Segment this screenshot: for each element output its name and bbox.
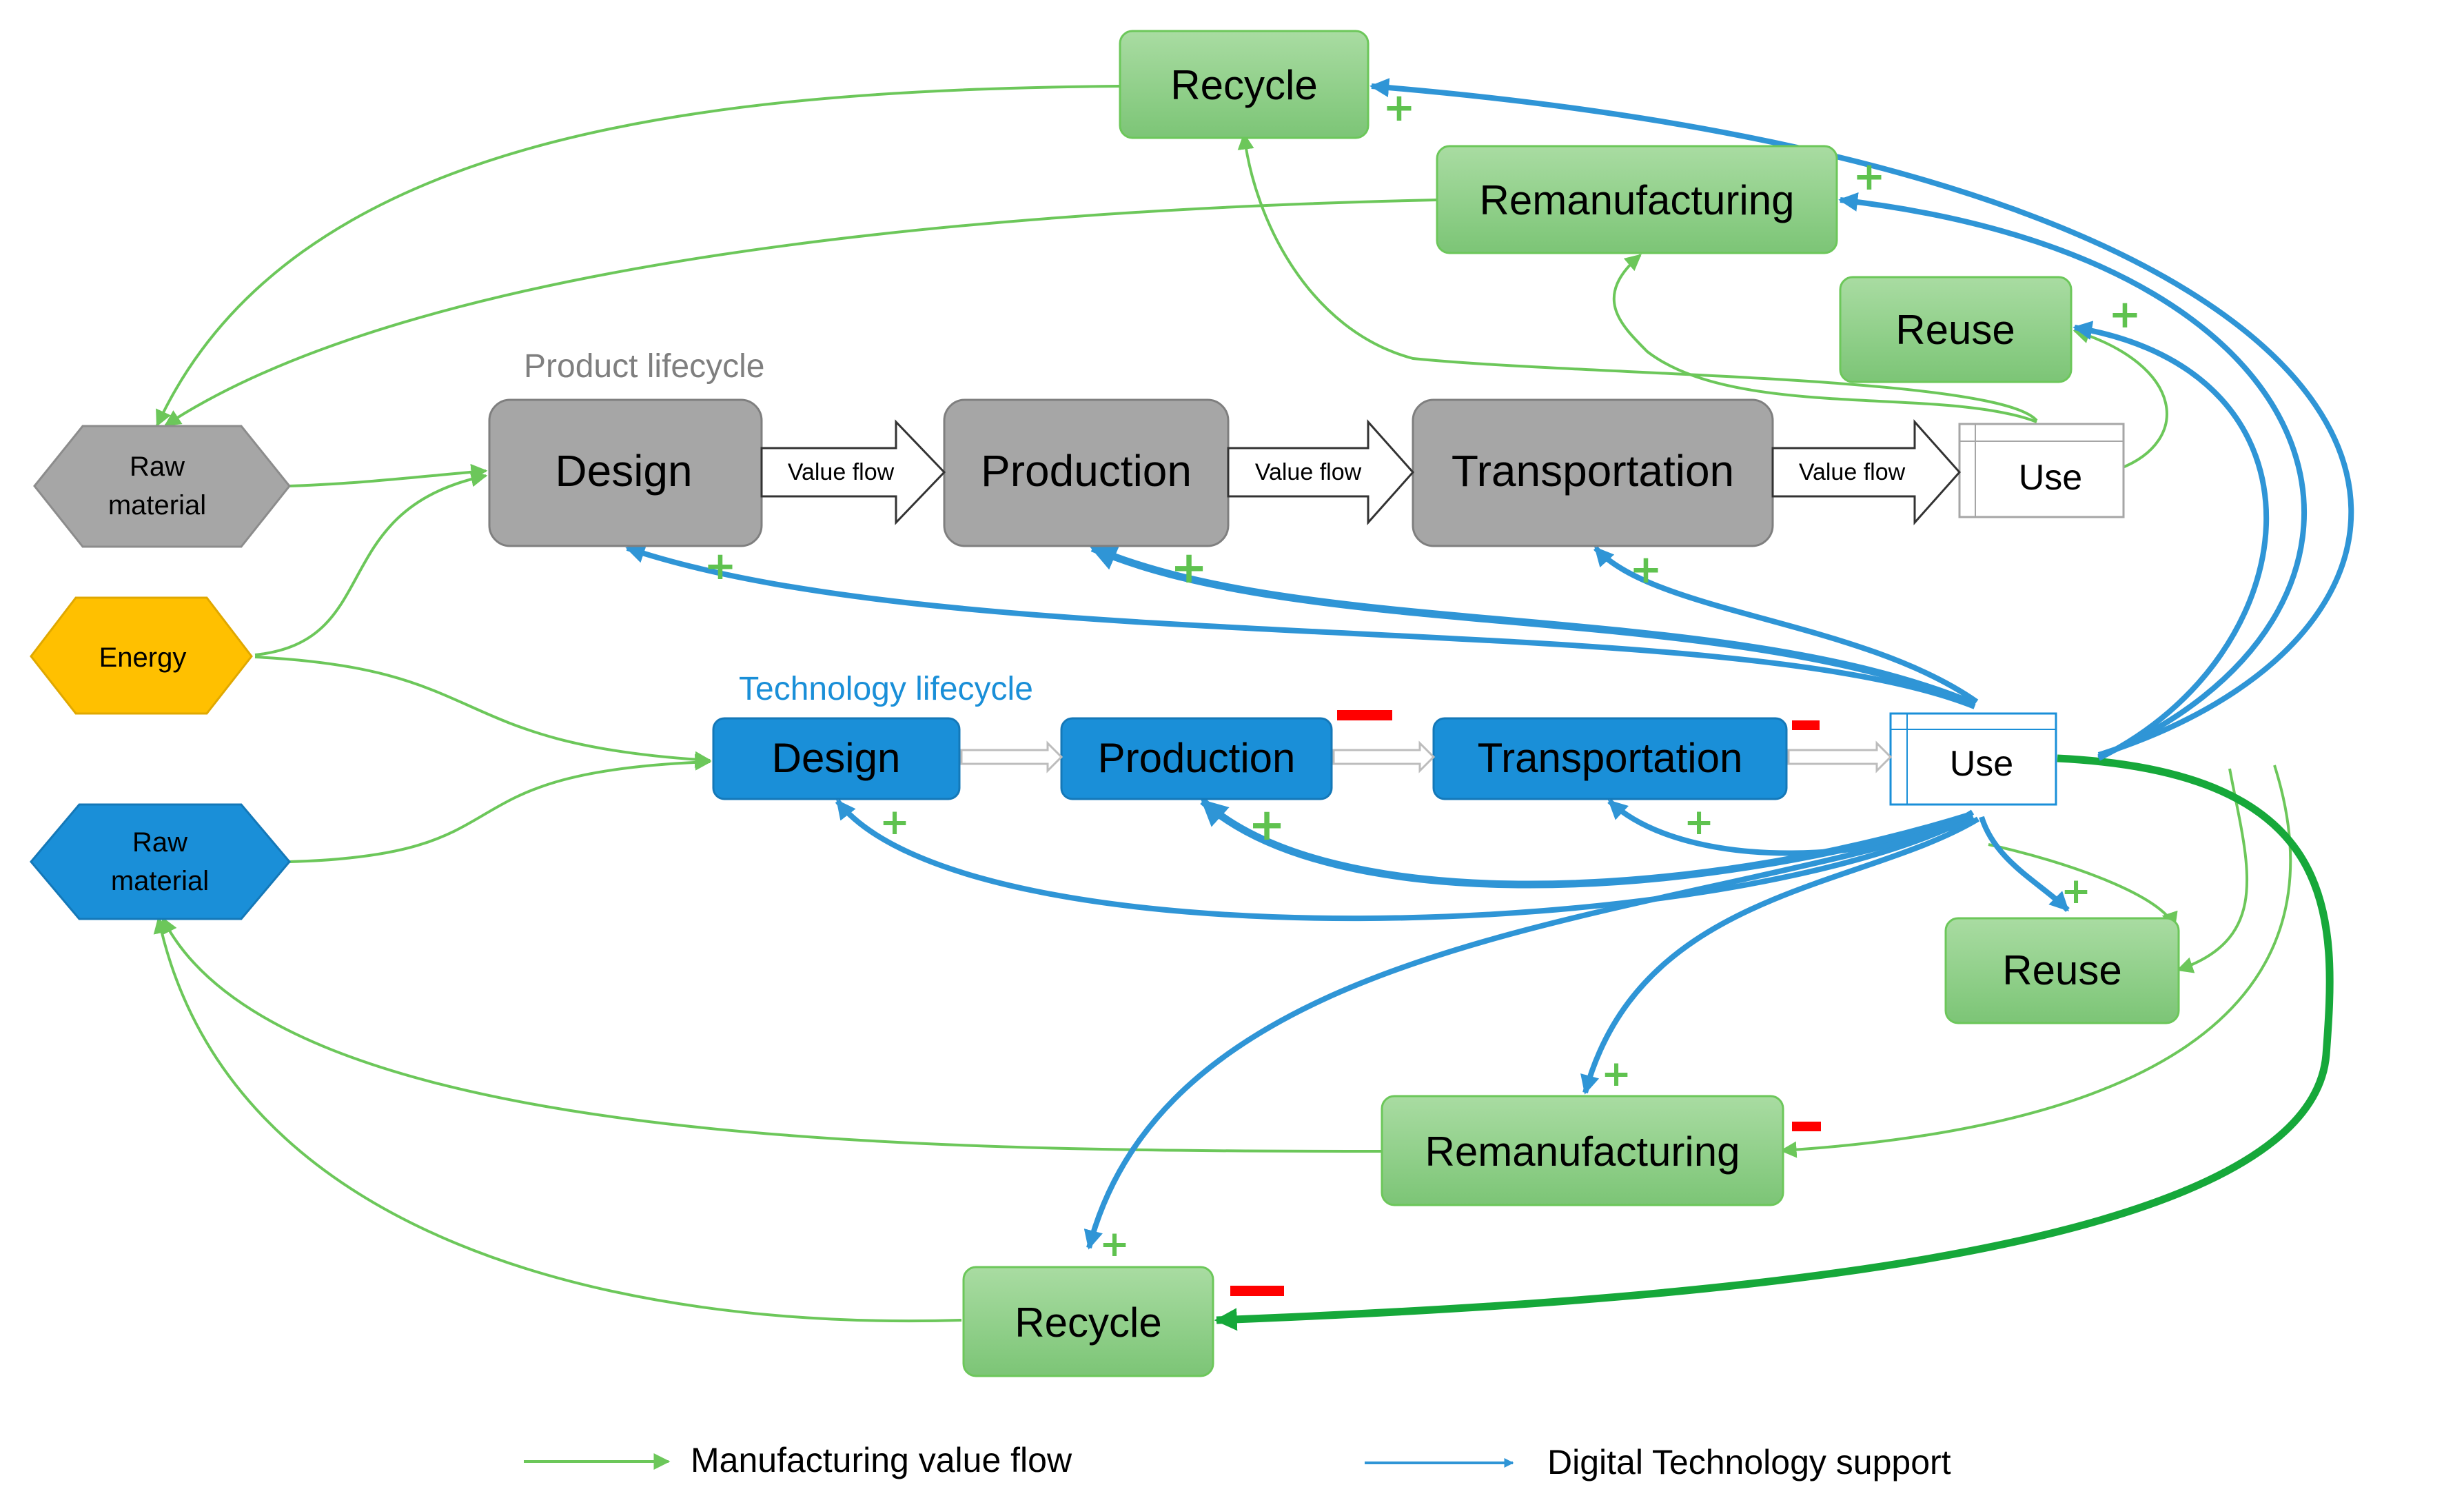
raw-material-bottom-node: Raw material	[30, 803, 291, 920]
tech-use-node: Use	[1889, 712, 2057, 806]
tech-production-label: Production	[1098, 735, 1296, 781]
support-use-to-tech-design	[835, 799, 1974, 922]
flow-tech-use-to-remanufacturing	[1780, 765, 2292, 1158]
tech-reuse-label: Reuse	[2002, 947, 2121, 993]
tech-design-node: Design	[712, 717, 961, 800]
raw-material-bottom-line1: Raw	[132, 827, 187, 858]
plus-icon: +	[1601, 1053, 1631, 1095]
support-use-to-product-production	[1090, 544, 1977, 709]
product-production-label: Production	[981, 446, 1192, 496]
flow-raw-bottom-to-tech-design	[289, 754, 712, 863]
flow-use-to-recycle	[1237, 132, 2038, 422]
product-recycle-label: Recycle	[1170, 62, 1317, 108]
product-transportation-node: Transportation	[1412, 398, 1774, 547]
tech-remanufacturing-label: Remanufacturing	[1425, 1129, 1740, 1175]
support-use-to-tech-production	[1200, 798, 1974, 889]
tech-transportation-node: Transportation	[1432, 717, 1788, 800]
product-transportation-label: Transportation	[1452, 446, 1734, 496]
flow-tech-use-to-reuse	[2176, 768, 2249, 973]
product-design-label: Design	[555, 446, 692, 496]
flow-use-to-remanufacturing	[1612, 254, 2037, 423]
product-production-node: Production	[943, 398, 1230, 547]
flow-energy-to-tech-design	[254, 656, 712, 768]
product-remanufacturing-label: Remanufacturing	[1480, 177, 1795, 223]
value-flow-label-2: Value flow	[1255, 459, 1362, 485]
manufacturing-flows	[153, 85, 2292, 1470]
tech-use-label: Use	[1950, 744, 2013, 784]
product-reuse-label: Reuse	[1895, 307, 2015, 353]
product-use-label: Use	[2019, 458, 2082, 498]
support-use-to-tech-recycle	[1083, 818, 1976, 1250]
flow-use-to-reuse	[2073, 327, 2168, 470]
legend-digital-label: Digital Technology support	[1547, 1443, 1951, 1481]
plus-icon: +	[1170, 543, 1208, 594]
tech-design-label: Design	[772, 735, 901, 781]
flow-remanufacturing-to-raw-top	[163, 199, 1438, 427]
value-flow-arrow-1: Value flow	[760, 419, 946, 525]
tech-transportation-label: Transportation	[1478, 735, 1743, 781]
minus-icon	[1337, 710, 1392, 720]
product-recycle-node: Recycle	[1119, 30, 1370, 139]
raw-material-top-line2: material	[108, 490, 206, 520]
tech-production-node: Production	[1060, 717, 1333, 800]
plus-icon: +	[1853, 154, 1886, 199]
flow-tech-use-to-reuse-inner	[1988, 843, 2178, 929]
raw-material-bottom-line2: material	[111, 866, 209, 896]
flow-tech-use-to-recycle-bold	[1214, 754, 2334, 1331]
minus-icon	[1230, 1286, 1284, 1296]
flow-recycle-to-raw-top	[156, 85, 1121, 427]
product-lifecycle-label: Product lifecycle	[524, 348, 764, 385]
plus-icon: +	[704, 544, 737, 589]
plus-icon: +	[1684, 802, 1714, 843]
product-design-node: Design	[488, 398, 763, 547]
raw-material-top-line1: Raw	[130, 452, 185, 482]
plus-signs: + + + + + + + + + + + +	[704, 85, 2141, 1265]
support-use-to-product-reuse	[2073, 321, 2270, 761]
value-flow-arrow-3: Value flow	[1771, 419, 1962, 525]
support-use-to-tech-reuse	[1979, 816, 2070, 912]
plus-icon: +	[1248, 800, 1285, 851]
plus-icon: +	[2109, 292, 2141, 337]
flow-remanufacturing-to-raw-bottom	[161, 916, 1383, 1153]
tech-connectors	[960, 740, 1893, 773]
plus-icon: +	[1099, 1224, 1130, 1265]
tech-recycle-label: Recycle	[1015, 1299, 1161, 1346]
tech-recycle-node: Recycle	[962, 1266, 1214, 1377]
value-flow-label-3: Value flow	[1799, 459, 1906, 485]
minus-icon	[1792, 1122, 1821, 1131]
value-flow-label-1: Value flow	[788, 459, 895, 485]
flow-energy-to-design	[254, 470, 488, 656]
raw-material-top-node: Raw material	[33, 425, 291, 548]
tech-reuse-node: Reuse	[1944, 917, 2180, 1024]
minus-icon	[1792, 720, 1820, 730]
product-remanufacturing-node: Remanufacturing	[1436, 145, 1838, 254]
support-use-to-product-design	[625, 544, 1976, 709]
value-flow-arrow-2: Value flow	[1227, 419, 1415, 525]
flow-raw-to-design	[289, 463, 488, 487]
plus-icon: +	[1383, 85, 1416, 130]
energy-label: Energy	[99, 643, 187, 673]
plus-icon: +	[2061, 871, 2091, 912]
product-use-node: Use	[1958, 423, 2125, 518]
energy-node: Energy	[30, 596, 253, 715]
flow-recycle-to-raw-bottom	[153, 916, 962, 1323]
plus-icon: +	[879, 802, 910, 843]
support-use-to-product-transportation	[1594, 546, 1979, 705]
technology-lifecycle-label: Technology lifecycle	[739, 671, 1033, 707]
legend-manufacturing-label: Manufacturing value flow	[691, 1441, 1072, 1479]
support-use-to-tech-remanufacturing	[1580, 816, 1980, 1095]
tech-remanufacturing-node: Remanufacturing	[1381, 1095, 1784, 1206]
plus-icon: +	[1630, 547, 1662, 592]
support-use-to-product-remanufacturing	[1838, 192, 2307, 760]
product-reuse-node: Reuse	[1839, 276, 2073, 383]
minus-signs	[1230, 710, 1821, 1296]
